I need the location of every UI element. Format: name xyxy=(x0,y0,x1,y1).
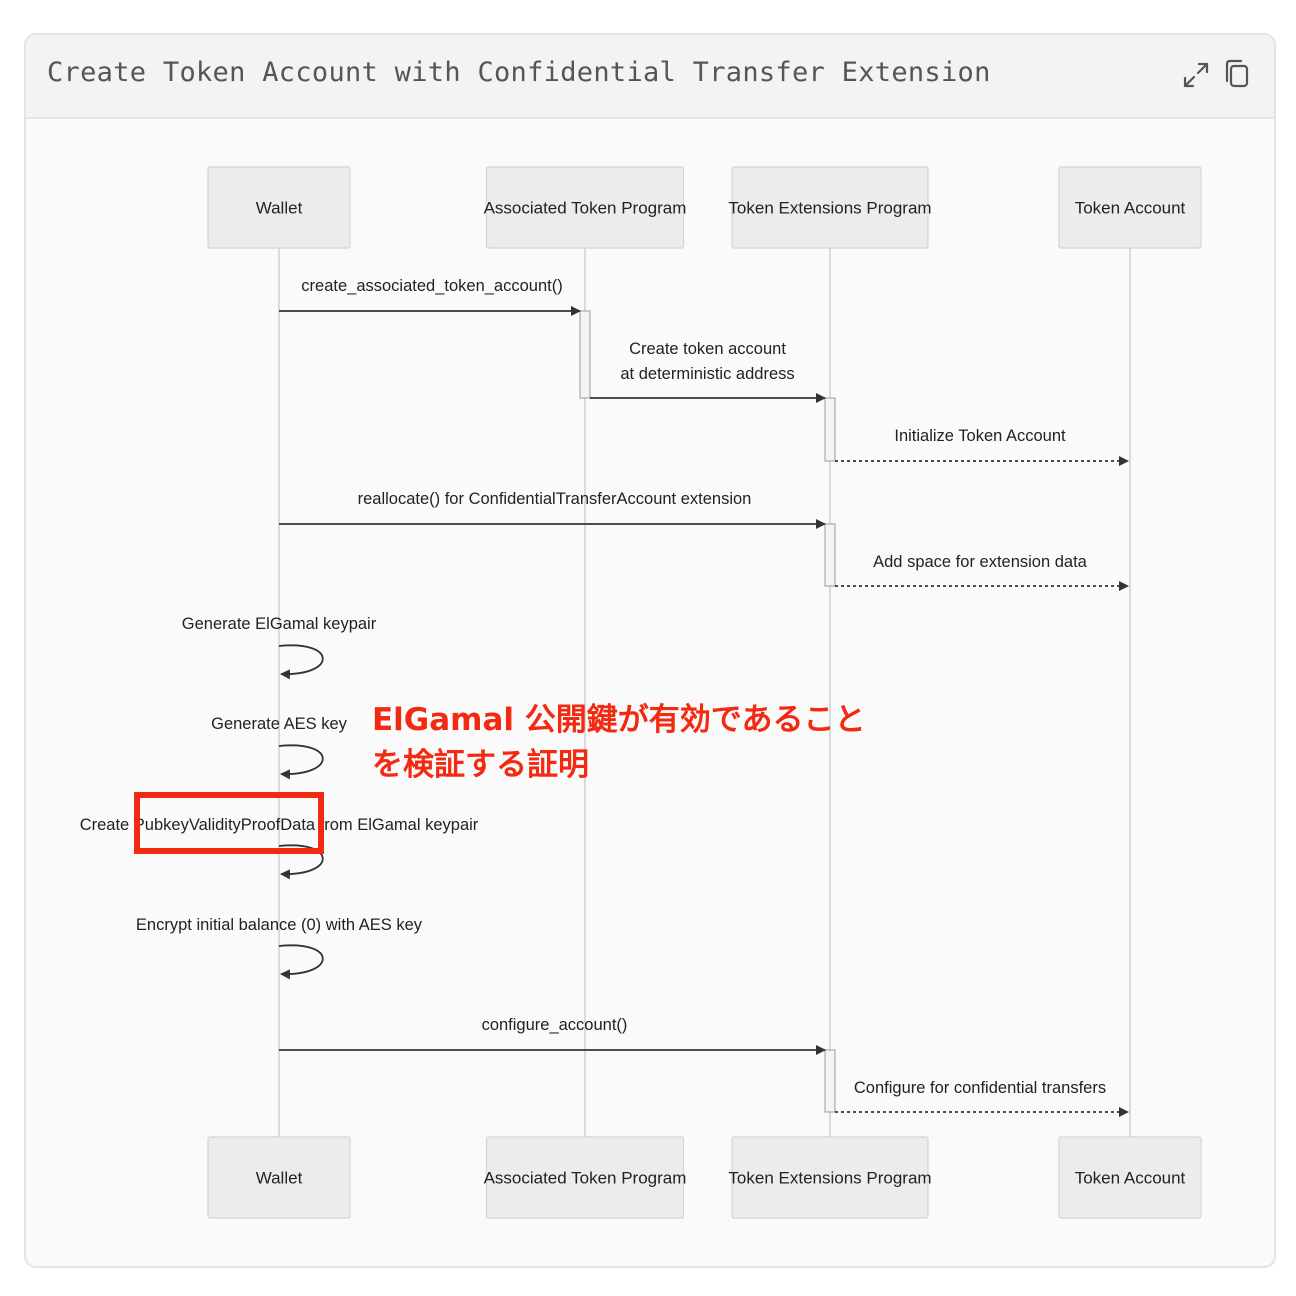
participant-box xyxy=(1058,1136,1202,1219)
message-label: Generate AES key xyxy=(211,715,347,733)
participant-label: Associated Token Program xyxy=(484,1169,687,1188)
copy-icon xyxy=(1225,59,1249,88)
participant-bottom-2: Associated Token Program xyxy=(484,1136,687,1219)
message-4: reallocate() for ConfidentialTransferAcc… xyxy=(279,490,826,529)
message-label: create_associated_token_account() xyxy=(301,277,562,295)
message-8: Create PubkeyValidityProofData from ElGa… xyxy=(80,816,479,880)
participant-box xyxy=(485,1136,685,1219)
activation-bar xyxy=(824,1049,836,1113)
activation-bar xyxy=(824,397,836,462)
participant-box xyxy=(731,1136,929,1219)
participant-bottom-4: Token Account xyxy=(1058,1136,1202,1219)
highlight-box xyxy=(134,792,324,854)
participant-label: Token Extensions Program xyxy=(728,199,931,218)
participant-label: Token Account xyxy=(1075,1169,1186,1188)
participant-top-3: Token Extensions Program xyxy=(728,166,932,249)
annotation-line-2: を検証する証明 xyxy=(372,747,589,783)
participant-label: Associated Token Program xyxy=(484,199,687,218)
message-label: Generate ElGamal keypair xyxy=(182,615,377,633)
message-label: Create PubkeyValidityProofData from ElGa… xyxy=(80,816,479,834)
message-2: Create token account at deterministic add… xyxy=(590,340,826,403)
participant-label: Token Account xyxy=(1075,199,1186,218)
diagram-title: Create Token Account with Confidential T… xyxy=(47,57,991,88)
message-label: Configure for confidential transfers xyxy=(854,1079,1106,1097)
participant-box xyxy=(1058,166,1202,249)
message-5: Add space for extension data xyxy=(835,553,1129,591)
self-message-arrow xyxy=(278,644,324,680)
message-10: configure_account() xyxy=(279,1016,826,1055)
expand-button[interactable] xyxy=(1178,57,1214,93)
participant-box xyxy=(485,166,685,249)
message-label: at deterministic address xyxy=(620,365,794,383)
card-header: Create Token Account with Confidential T… xyxy=(26,35,1274,119)
message-label: reallocate() for ConfidentialTransferAcc… xyxy=(358,490,752,508)
message-label: configure_account() xyxy=(482,1016,628,1034)
message-11: Configure for confidential transfers xyxy=(835,1079,1129,1117)
message-label: Encrypt initial balance (0) with AES key xyxy=(136,916,423,934)
participant-box xyxy=(207,1136,351,1219)
self-message-arrow xyxy=(278,944,324,980)
message-label: Initialize Token Account xyxy=(894,427,1066,445)
message-7: Generate AES key xyxy=(211,715,348,780)
annotation-note: ElGamal 公開鍵が有効であること を検証する証明 xyxy=(372,698,866,788)
participant-box xyxy=(731,166,929,249)
message-label: Add space for extension data xyxy=(873,553,1088,571)
message-label: Create token account xyxy=(629,340,786,358)
annotation-line-1: ElGamal 公開鍵が有効であること xyxy=(372,702,866,738)
participant-label: Wallet xyxy=(256,1169,303,1188)
message-9: Encrypt initial balance (0) with AES key xyxy=(136,916,423,980)
expand-icon xyxy=(1183,62,1209,88)
participant-top-1: Wallet xyxy=(207,166,351,249)
participant-top-4: Token Account xyxy=(1058,166,1202,249)
message-1: create_associated_token_account() xyxy=(279,277,581,316)
self-message-arrow xyxy=(278,844,324,880)
message-6: Generate ElGamal keypair xyxy=(182,615,377,680)
copy-button[interactable] xyxy=(1219,57,1255,93)
participant-label: Token Extensions Program xyxy=(728,1169,931,1188)
participant-box xyxy=(207,166,351,249)
participant-label: Wallet xyxy=(256,199,303,218)
participant-bottom-3: Token Extensions Program xyxy=(728,1136,932,1219)
participant-bottom-1: Wallet xyxy=(207,1136,351,1219)
message-3: Initialize Token Account xyxy=(835,427,1129,466)
activation-bar xyxy=(579,310,591,399)
self-message-arrow xyxy=(278,744,324,780)
participant-top-2: Associated Token Program xyxy=(484,166,687,249)
activation-bar xyxy=(824,523,836,587)
